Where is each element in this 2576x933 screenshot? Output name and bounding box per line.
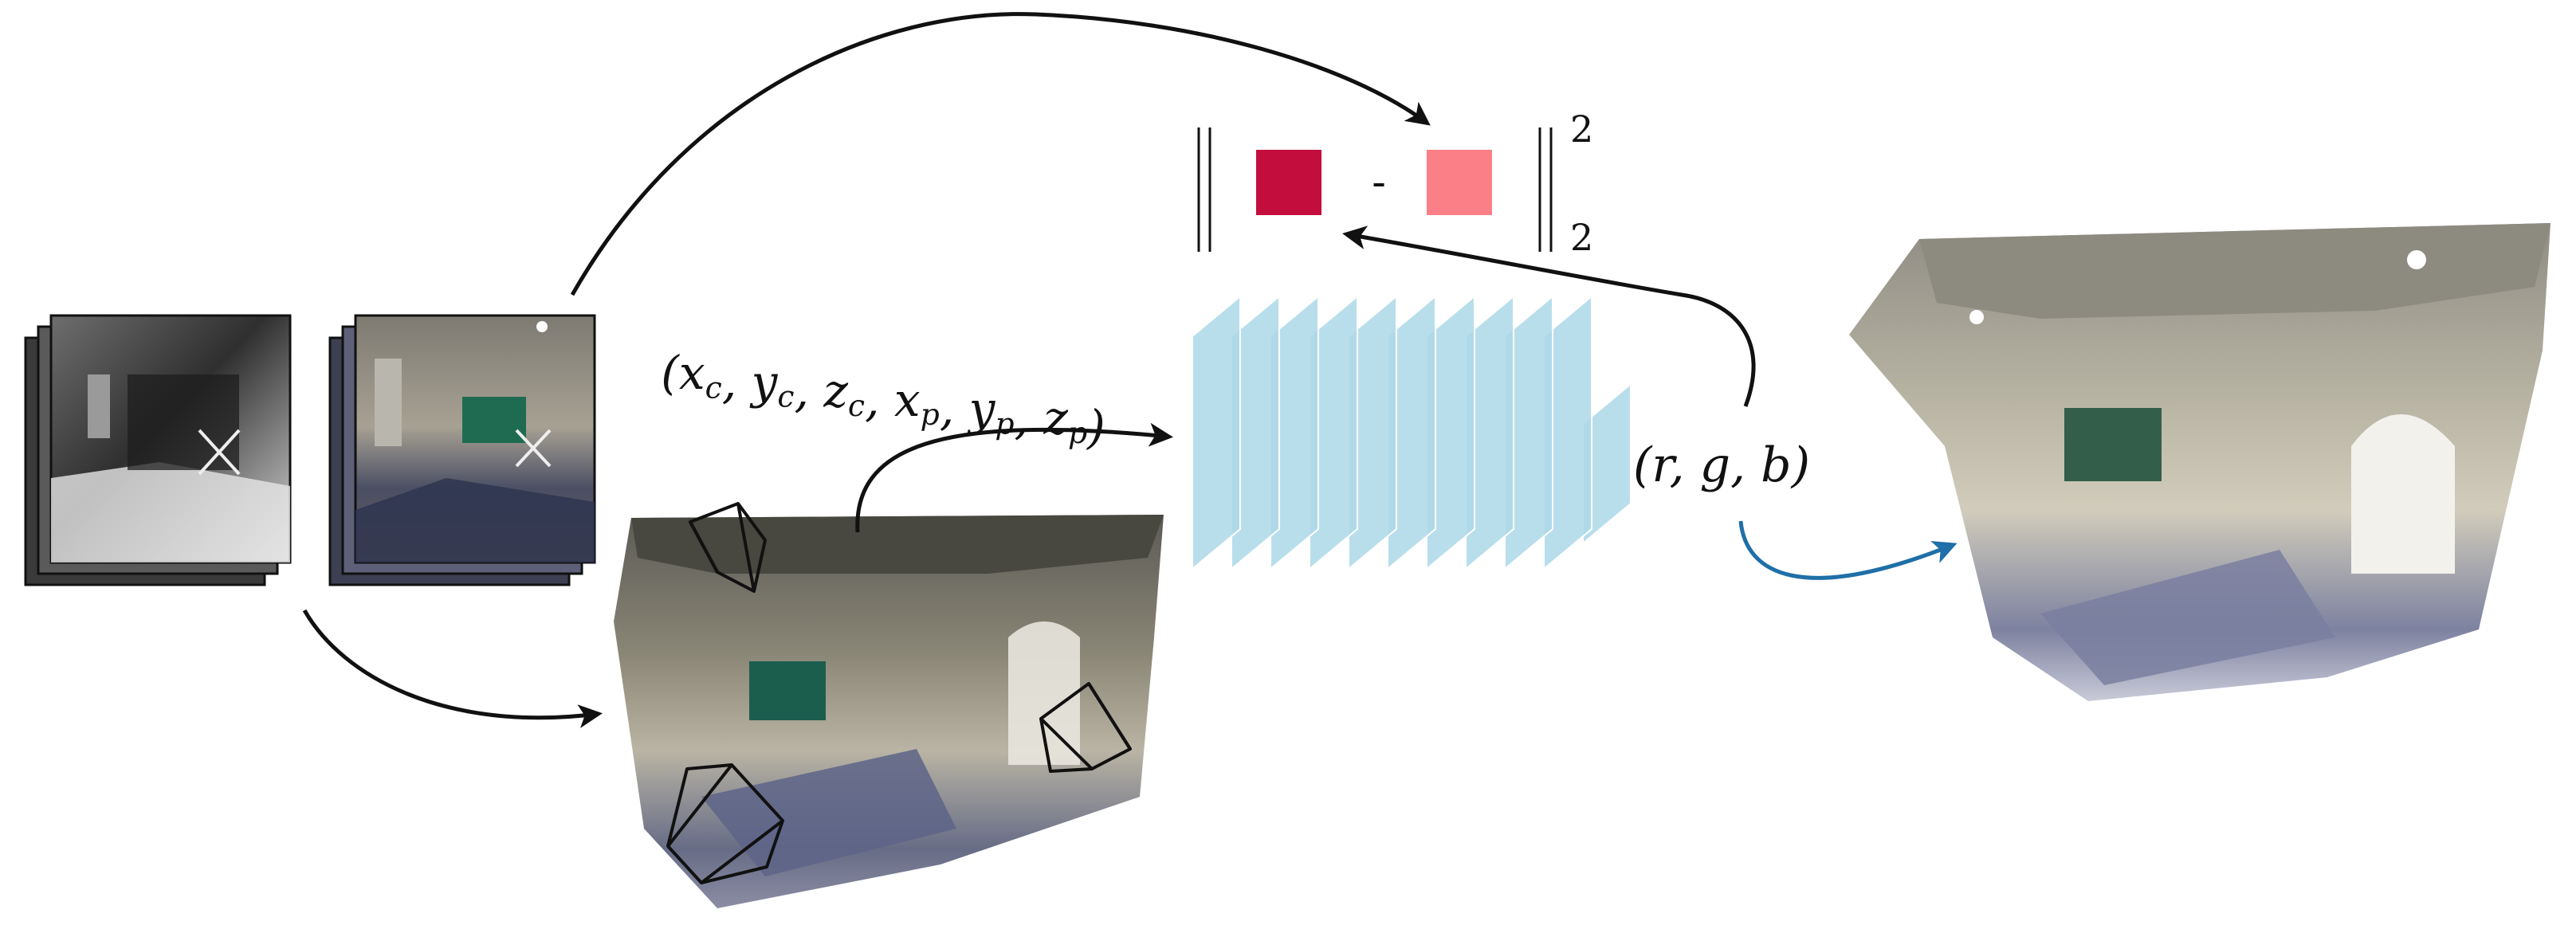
target-color-swatch <box>1427 150 1492 215</box>
mlp-network <box>1192 294 1632 571</box>
arrow-rgb-to-loss <box>570 12 1431 296</box>
loss-subscript: 2 <box>1570 216 1593 259</box>
input-point-cloud-icon <box>614 515 1164 908</box>
network-input-label: (xc, yc, zc, xp, yp, zp) <box>661 346 1105 454</box>
rgb-image-stack-icon <box>328 314 596 586</box>
arrow-output-to-cloud <box>1738 520 1958 580</box>
loss-minus: - <box>1372 159 1386 206</box>
network-layer <box>1192 294 1241 571</box>
loss-superscript: 2 <box>1570 108 1593 151</box>
arrow-cloud-to-network <box>855 422 1173 533</box>
network-output-label: (r, g, b) <box>1633 437 1810 493</box>
camera-frustum-icon <box>689 502 767 593</box>
colored-point-cloud-icon <box>1849 223 2550 701</box>
arrow-output-to-loss <box>1342 225 1756 407</box>
camera-frustum-icon <box>1039 682 1132 773</box>
depth-map-stack-icon <box>24 314 292 586</box>
camera-frustum-icon <box>666 763 784 884</box>
arrow-depth-to-cloud <box>302 609 603 728</box>
l2-loss: - 2 2 <box>1197 108 1593 259</box>
predicted-color-swatch <box>1256 150 1321 215</box>
